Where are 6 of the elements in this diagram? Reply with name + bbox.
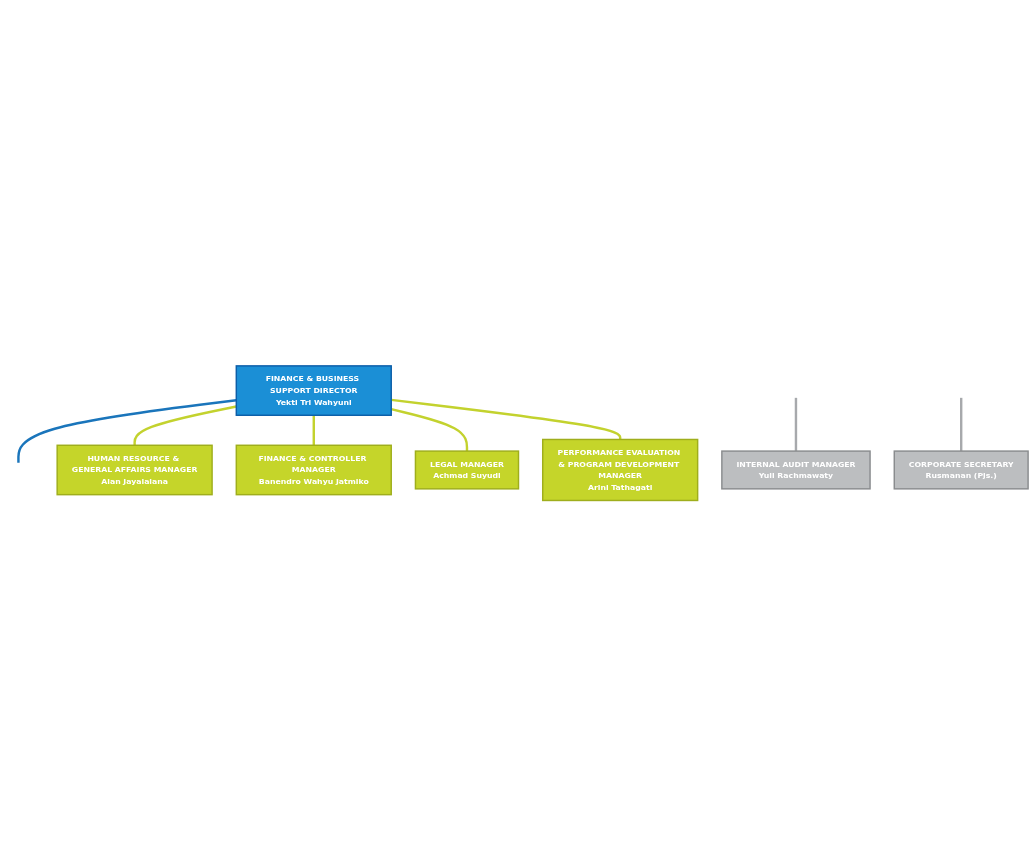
connector [312,415,315,446]
connector [959,397,963,451]
connector [133,405,237,446]
connector [17,398,237,463]
connector [794,397,798,451]
connector [391,398,622,440]
